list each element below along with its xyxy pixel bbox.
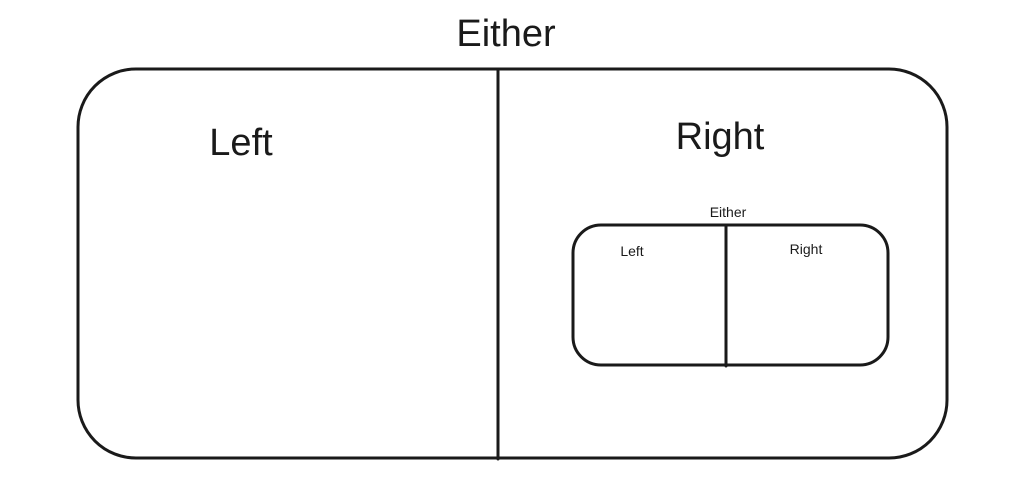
inner-either: Either Left Right	[571, 204, 890, 368]
outer-left-label: Left	[209, 122, 273, 164]
inner-right-label: Right	[790, 241, 823, 257]
outer-right-label: Right	[676, 116, 765, 158]
inner-either-box	[571, 223, 890, 367]
outer-either-box	[76, 67, 949, 460]
inner-either-title: Either	[710, 204, 747, 220]
inner-left-label: Left	[620, 243, 643, 259]
outer-either-title: Either	[456, 13, 556, 55]
outer-either: Either Left Right	[76, 13, 949, 461]
